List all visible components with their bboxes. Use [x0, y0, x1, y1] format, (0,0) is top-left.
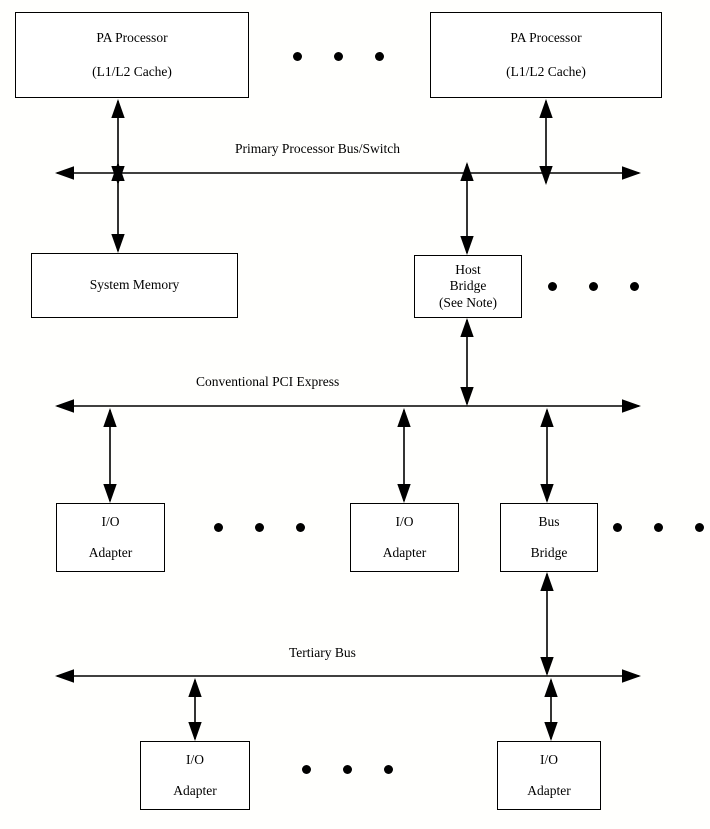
node-label-line2: (L1/L2 Cache) — [506, 64, 586, 79]
bus-line-conventional-pci-express — [55, 399, 641, 413]
ellipsis-dot — [293, 52, 302, 61]
node-bus-bridge[interactable]: Bus Bridge — [500, 503, 598, 572]
node-io-adapter-pci-left[interactable]: I/O Adapter — [56, 503, 165, 572]
ellipsis-dot — [589, 282, 598, 291]
ellipsis-host-bridges — [548, 282, 639, 291]
node-label-line2: Adapter — [88, 544, 133, 560]
node-pa-processor-left[interactable]: PA Processor (L1/L2 Cache) — [15, 12, 249, 98]
connector-pci-bus-to-bus-bridge — [540, 408, 554, 503]
node-label-line2: Adapter — [382, 544, 427, 560]
connector-processor-right-to-primary-bus — [539, 99, 553, 185]
ellipsis-bus-bridges — [613, 523, 704, 532]
bus-line-primary-processor — [55, 166, 641, 180]
ellipsis-pci-adapters — [214, 523, 305, 532]
connector-pci-bus-to-io-adapter-left — [103, 408, 117, 503]
node-label-line2: Bridge — [530, 544, 568, 560]
connector-pci-bus-to-io-adapter-mid — [397, 408, 411, 503]
node-label-line2: Adapter — [173, 782, 217, 798]
node-label-line1: Bus — [538, 514, 560, 530]
connector-primary-bus-to-system-memory — [111, 162, 125, 253]
ellipsis-dot — [375, 52, 384, 61]
node-label-line1: System Memory — [89, 277, 180, 293]
node-label-line1: PA Processor — [510, 29, 582, 45]
ellipsis-tertiary-adapters — [302, 765, 393, 774]
node-pa-processor-right[interactable]: PA Processor (L1/L2 Cache) — [430, 12, 662, 98]
ellipsis-dot — [630, 282, 639, 291]
ellipsis-dot — [334, 52, 343, 61]
connector-tertiary-bus-to-io-adapter-left — [188, 678, 202, 741]
ellipsis-dot — [255, 523, 264, 532]
connector-host-bridge-to-pci-bus — [460, 318, 474, 406]
ellipsis-dot — [214, 523, 223, 532]
bus-label-tertiary: Tertiary Bus — [289, 645, 356, 660]
node-io-adapter-tertiary-left[interactable]: I/O Adapter — [140, 741, 250, 810]
bus-line-tertiary — [55, 669, 641, 683]
node-host-bridge[interactable]: Host Bridge (See Note) — [414, 255, 522, 318]
node-label-line1: Host — [455, 262, 481, 278]
node-system-memory[interactable]: System Memory — [31, 253, 238, 318]
node-label-line1: I/O — [395, 514, 414, 530]
connector-processor-left-to-primary-bus — [111, 99, 125, 185]
node-label-line1: I/O — [186, 752, 204, 768]
bus-label-primary-processor: Primary Processor Bus/Switch — [235, 141, 400, 156]
node-label-line2: Bridge — [449, 278, 487, 294]
connector-bus-bridge-to-tertiary-bus — [540, 572, 554, 676]
connector-tertiary-bus-to-io-adapter-right — [544, 678, 558, 741]
node-label-line2: Adapter — [527, 782, 571, 798]
ellipsis-dot — [548, 282, 557, 291]
node-label-line1: PA Processor — [96, 29, 168, 45]
ellipsis-dot — [296, 523, 305, 532]
ellipsis-dot — [654, 523, 663, 532]
ellipsis-dot — [343, 765, 352, 774]
node-io-adapter-tertiary-right[interactable]: I/O Adapter — [497, 741, 601, 810]
node-label-line1: I/O — [540, 752, 558, 768]
ellipsis-dot — [384, 765, 393, 774]
node-io-adapter-pci-mid[interactable]: I/O Adapter — [350, 503, 459, 572]
node-label-line3: (See Note) — [438, 294, 498, 310]
bus-label-conventional-pci-express: Conventional PCI Express — [196, 374, 340, 389]
ellipsis-dot — [302, 765, 311, 774]
connector-primary-bus-to-host-bridge — [460, 162, 474, 255]
ellipsis-dot — [695, 523, 704, 532]
ellipsis-processors — [293, 52, 384, 61]
node-label-line1: I/O — [101, 514, 120, 530]
ellipsis-dot — [613, 523, 622, 532]
node-label-line2: (L1/L2 Cache) — [92, 64, 172, 79]
